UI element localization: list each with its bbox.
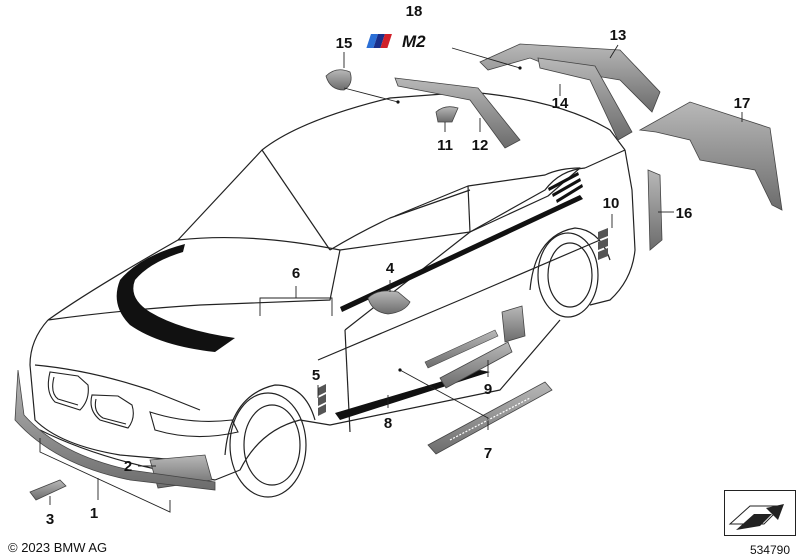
callout-17: 17: [734, 95, 751, 112]
callout-16: 16: [676, 205, 693, 222]
front-splitter: [14, 369, 216, 491]
callout-11: 11: [437, 137, 453, 154]
mirror-cap: [367, 290, 411, 315]
callout-1: 1: [90, 505, 98, 522]
callout-15: 15: [336, 35, 353, 52]
shark-fin: [435, 106, 459, 123]
rear-side-blade: [647, 169, 663, 251]
badge-text: M2: [402, 32, 426, 51]
rear-side-gills: [598, 228, 608, 260]
callout-14: 14: [552, 95, 569, 112]
callout-7: 7: [484, 445, 492, 462]
leader-lines: [39, 44, 743, 513]
roof-spoiler: [394, 77, 521, 149]
hood-decal: [116, 244, 235, 352]
callout-3: 3: [46, 511, 54, 528]
mounting-bracket: [29, 479, 67, 501]
headlight: [149, 411, 239, 438]
kidney-grille: [47, 371, 134, 429]
copyright-text: © 2023 BMW AG: [8, 540, 108, 555]
side-stripe: [340, 195, 583, 312]
callout-labels: 1 2 3 4 5 6 7 8 9 10 11 12 13 14 15 16 1…: [46, 3, 751, 528]
m2-badge: M2: [366, 32, 426, 51]
front-side-gills: [318, 384, 326, 416]
callout-8: 8: [384, 415, 392, 432]
trunk-spoiler: [537, 57, 633, 141]
callout-2: 2: [124, 458, 132, 475]
side-skirt-part: [439, 341, 513, 389]
callout-13: 13: [610, 27, 627, 44]
car-body-outline: [29, 91, 636, 481]
rear-wing: [479, 43, 661, 113]
callout-5: 5: [312, 367, 320, 384]
front-wheel: [224, 384, 316, 498]
car-sill-plate: [424, 329, 499, 369]
door-sill-plate: [427, 381, 553, 455]
rear-quarter-stripes: [548, 172, 583, 203]
leader-dots: [396, 66, 522, 372]
callout-6: 6: [292, 265, 300, 282]
callout-10: 10: [603, 195, 620, 212]
callout-4: 4: [386, 260, 395, 277]
side-stripe-lower: [335, 370, 490, 420]
callout-9: 9: [484, 381, 492, 398]
rear-diffuser: [638, 101, 783, 211]
diagram-number: 534790: [749, 543, 790, 557]
fuel-cap: [325, 69, 352, 91]
reference-arrow-icon: [724, 490, 796, 536]
callout-12: 12: [472, 137, 489, 154]
rear-side-flap: [501, 305, 526, 343]
callout-18: 18: [406, 3, 423, 20]
